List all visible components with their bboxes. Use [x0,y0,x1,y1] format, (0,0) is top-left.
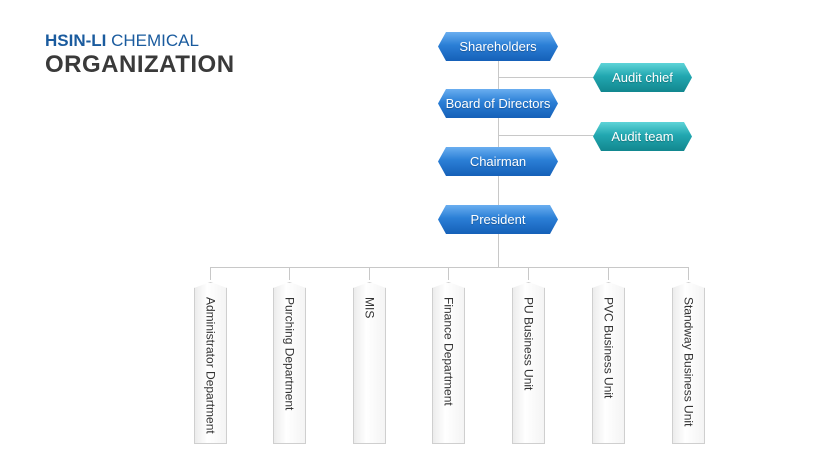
company-name: HSIN-LI CHEMICAL [45,31,235,51]
dept-label: MIS [362,297,377,319]
board-label: Board of Directors [445,96,551,111]
dept-card: PU Business Unit [512,282,545,444]
dept-label: Standway Business Unit [681,297,696,427]
board-node: Board of Directors [438,89,558,118]
audit-team-label: Audit team [611,129,674,144]
dept-label: Purching Department [282,297,297,411]
audit-team-node: Audit team [593,122,692,151]
page-title: ORGANIZATION [45,51,235,78]
shareholders-label: Shareholders [459,39,537,54]
dept-card: MIS [353,282,386,444]
dept-label: PU Business Unit [521,297,536,391]
dept-label: Administrator Department [203,297,218,434]
chairman-node: Chairman [438,147,558,176]
dept-card: Purching Department [273,282,306,444]
audit-chief-node: Audit chief [593,63,692,92]
dept-card: Administrator Department [194,282,227,444]
company-name-bold: HSIN-LI [45,31,107,50]
dept-label: PVC Business Unit [601,297,616,399]
shareholders-node: Shareholders [438,32,558,61]
audit-chief-label: Audit chief [612,70,673,85]
dept-card: PVC Business Unit [592,282,625,444]
company-name-rest: CHEMICAL [106,31,199,50]
dept-card: Finance Department [432,282,465,444]
president-node: President [438,205,558,234]
dept-label: Finance Department [441,297,456,406]
president-label: President [470,212,526,227]
title-block: HSIN-LI CHEMICAL ORGANIZATION [45,31,235,79]
chairman-label: Chairman [469,154,527,169]
dept-card: Standway Business Unit [672,282,705,444]
